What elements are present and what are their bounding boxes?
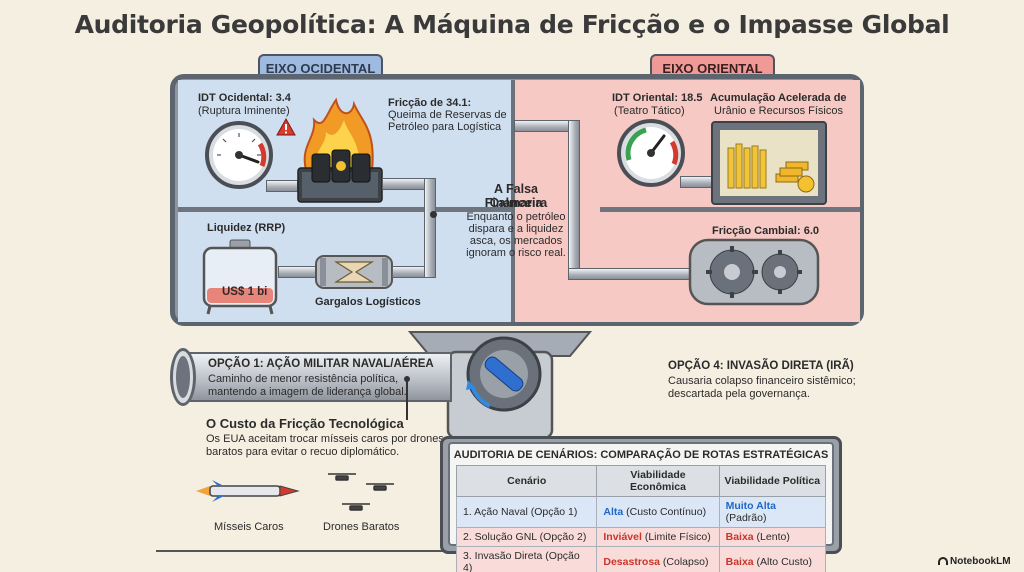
tank-pipe xyxy=(278,266,318,278)
eco-note: (Custo Contínuo) xyxy=(623,506,707,518)
brand-label: NotebookLM xyxy=(950,556,1011,567)
political-cell: Muito Alta (Padrão) xyxy=(718,496,827,528)
tech-title: O Custo da Fricção Tecnológica xyxy=(206,416,404,431)
page-title: Auditoria Geopolítica: A Máquina de Fric… xyxy=(74,10,950,39)
west-shelf xyxy=(178,207,512,212)
drones-icon xyxy=(328,473,394,511)
west-friction-label: Fricção de 34.1: xyxy=(388,97,472,109)
warning-icon xyxy=(276,118,296,136)
option1-callout-dot xyxy=(404,376,410,382)
tech-line2: baratos para evitar o recuo diplomático. xyxy=(206,446,400,458)
calm-text-4: ignoram o risco real. xyxy=(466,247,566,259)
ground-line xyxy=(156,550,446,552)
east-gauge-pipe xyxy=(680,176,714,188)
option1-pipe-inner xyxy=(176,356,190,398)
valve-knob-icon[interactable] xyxy=(454,330,554,420)
fx-friction-label: Fricção Cambial: 6.0 xyxy=(712,225,819,237)
table-row: 1. Ação Naval (Opção 1) Alta (Custo Cont… xyxy=(455,496,827,528)
east-shelf xyxy=(600,207,860,212)
eco-rating: Alta xyxy=(603,506,624,518)
audit-table: Cenário Viabilidade Econômica Viabilidad… xyxy=(455,465,827,572)
brand-watermark: NotebookLM xyxy=(938,556,1011,567)
audit-header-scenario: Cenário xyxy=(455,465,598,497)
east-idt-label: IDT Oriental: 18.5 xyxy=(612,92,703,104)
option1-line1: Caminho de menor resistência política, xyxy=(208,373,399,385)
east-gauge-icon xyxy=(617,119,685,187)
west-idt-label: IDT Ocidental: 3.4 xyxy=(198,92,291,104)
economic-cell: Inviável (Limite Físico) xyxy=(596,527,720,547)
economic-cell: Desastrosa (Colapso) xyxy=(596,546,720,572)
west-idt-sub: (Ruptura Iminente) xyxy=(198,105,290,117)
accum-sub: Urânio e Recursos Físicos xyxy=(714,105,843,117)
audit-header-political: Viabilidade Política xyxy=(718,465,827,497)
calm-title-1: A Falsa Calmaria xyxy=(489,182,543,210)
option1-callout-line xyxy=(406,380,408,420)
burning-oil-barrels-icon xyxy=(297,97,383,203)
eco-note: (Colapso) xyxy=(660,556,709,568)
liquidity-tank-icon xyxy=(202,239,278,315)
uranium-gold-vault-icon xyxy=(711,121,827,205)
eco-rating: Desastrosa xyxy=(603,556,660,568)
pol-note: (Padrão) xyxy=(725,512,767,524)
loop-pipe xyxy=(424,178,436,278)
audit-header-economic: Viabilidade Econômica xyxy=(596,465,720,497)
scenario-cell: 3. Invasão Direta (Opção 4) xyxy=(455,546,598,572)
pol-rating: Muito Alta xyxy=(725,500,776,512)
accum-label: Acumulação Acelerada de xyxy=(710,92,847,104)
political-cell: Baixa (Alto Custo) xyxy=(718,546,827,572)
option1-title: OPÇÃO 1: AÇÃO MILITAR NAVAL/AÉREA xyxy=(208,358,434,370)
liquidity-label: Liquidez (RRP) xyxy=(207,222,286,234)
east-vertical-pipe xyxy=(568,120,580,280)
pol-rating: Baixa xyxy=(725,556,754,568)
east-bottom-pipe xyxy=(568,268,692,280)
scenario-cell: 2. Solução GNL (Opção 2) xyxy=(455,527,598,547)
pol-note: (Alto Custo) xyxy=(753,556,812,568)
eco-note: (Limite Físico) xyxy=(641,531,711,543)
tech-line1: Os EUA aceitam trocar mísseis caros por … xyxy=(206,433,444,445)
audit-title: AUDITORIA DE CENÁRIOS: COMPARAÇÃO DE ROT… xyxy=(453,449,829,461)
political-cell: Baixa (Lento) xyxy=(718,527,827,547)
option1-line2: mantendo a imagem de liderança global. xyxy=(208,386,407,398)
scenario-cell: 1. Ação Naval (Opção 1) xyxy=(455,496,598,528)
missile-icon xyxy=(196,480,300,502)
bottleneck-hourglass-icon xyxy=(315,255,393,289)
west-friction-line2: Queima de Reservas de xyxy=(388,109,507,121)
panel-divider xyxy=(511,80,515,322)
west-friction-line3: Petróleo para Logística xyxy=(388,121,502,133)
calm-title-2: Financeira xyxy=(484,196,548,210)
drones-label: Drones Baratos xyxy=(323,521,400,533)
table-row: 3. Invasão Direta (Opção 4) Desastrosa (… xyxy=(455,546,827,572)
calm-text-3: asca, os mercados xyxy=(469,235,563,247)
tank-value: US$ 1 bi xyxy=(222,286,268,298)
east-idt-sub: (Teatro Tático) xyxy=(614,105,685,117)
option4-title: OPÇÃO 4: INVASÃO DIRETA (IRÃ) xyxy=(668,360,854,372)
calm-text-2: dispara e a liquidez xyxy=(468,223,564,235)
notebooklm-logo-icon xyxy=(938,557,948,566)
pol-rating: Baixa xyxy=(725,531,754,543)
calm-text-1: Enquanto o petróleo xyxy=(466,211,566,223)
eco-rating: Inviável xyxy=(603,531,642,543)
missile-label: Mísseis Caros xyxy=(214,521,284,533)
option4-line2: descartada pela governança. xyxy=(668,388,810,400)
option4-line1: Causaria colapso financeiro sistêmico; xyxy=(668,375,856,387)
gauge-pipe xyxy=(266,180,298,192)
table-row: 2. Solução GNL (Opção 2) Inviável (Limit… xyxy=(455,527,827,547)
gears-icon xyxy=(688,238,820,306)
pol-note: (Lento) xyxy=(753,531,790,543)
callout-dot xyxy=(430,211,437,218)
west-gauge-icon xyxy=(205,121,273,189)
bottleneck-label: Gargalos Logísticos xyxy=(315,296,421,308)
economic-cell: Alta (Custo Contínuo) xyxy=(596,496,720,528)
